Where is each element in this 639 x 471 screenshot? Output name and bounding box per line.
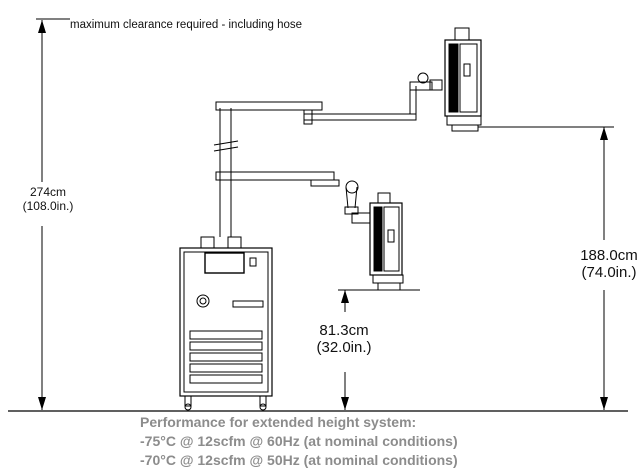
raised-height-metric: 188.0cm	[580, 247, 638, 264]
chiller-cart	[179, 236, 273, 411]
lowered-height-label: 81.3cm (32.0in.)	[307, 322, 381, 357]
total-height-dimension	[36, 18, 70, 410]
raised-height-label: 188.0cm (74.0in.)	[578, 247, 639, 282]
performance-note: Performance for extended height system: …	[140, 413, 520, 470]
performance-line-50hz: -70°C @ 12scfm @ 50Hz (at nominal condit…	[140, 452, 458, 468]
total-height-imperial: (108.0in.)	[22, 198, 74, 213]
clearance-note: maximum clearance required - including h…	[70, 19, 303, 31]
upper-display-head	[444, 27, 482, 132]
raised-height-dimension	[478, 126, 614, 410]
lowered-height-dimension	[338, 289, 420, 410]
total-height-label: 274cm (108.0in.)	[18, 185, 78, 214]
raised-height-imperial: (74.0in.)	[581, 264, 637, 282]
performance-line-60hz: -75°C @ 12scfm @ 60Hz (at nominal condit…	[140, 433, 458, 449]
lowered-height-imperial: (32.0in.)	[316, 339, 372, 357]
lower-display-head	[369, 192, 404, 291]
lower-arm	[215, 171, 371, 224]
upper-arm	[215, 72, 443, 125]
lowered-height-metric: 81.3cm	[319, 322, 369, 339]
performance-heading: Performance for extended height system:	[140, 414, 417, 430]
total-height-metric: 274cm	[29, 185, 67, 199]
